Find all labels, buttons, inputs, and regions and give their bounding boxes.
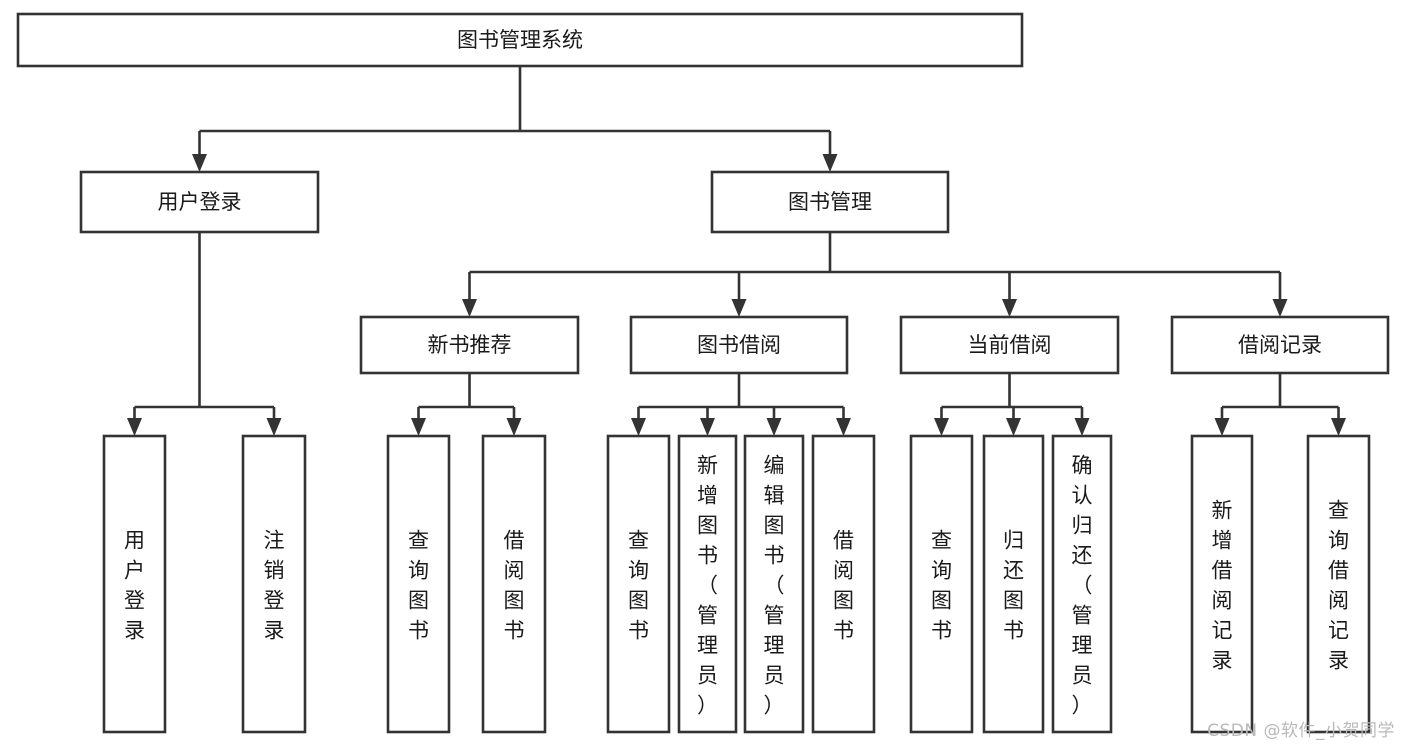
node-label-book-management: 图书管理: [788, 190, 872, 214]
node-book-borrow[interactable]: 图书借阅: [629, 315, 849, 375]
node-label-leaf-query-borrow-record: 查询借阅记录: [1328, 498, 1349, 672]
node-box-root: [16, 12, 1024, 68]
csdn-watermark: CSDN @软件_小贺同学: [1207, 721, 1395, 741]
node-box-leaf-add-book-admin: [677, 434, 738, 734]
node-label-root: 图书管理系统: [457, 28, 583, 52]
node-box-book-borrow: [629, 315, 849, 375]
node-label-book-borrow: 图书借阅: [697, 333, 781, 357]
node-box-leaf-borrow-book-recommend: [481, 434, 547, 734]
node-box-leaf-query-borrow-record: [1306, 434, 1371, 734]
node-label-leaf-borrow-book: 借阅图书: [833, 528, 854, 642]
node-box-leaf-user-login: [102, 434, 167, 734]
arrow-head-leaf-query-borrow-record: [1331, 418, 1346, 436]
arrow-head-leaf-borrow-book-recommend: [506, 418, 522, 436]
arrow-head-current-borrow: [1002, 299, 1017, 317]
node-box-user-login: [79, 170, 320, 234]
node-root[interactable]: 图书管理系统: [16, 12, 1024, 68]
node-leaf-query-book-borrow[interactable]: 查询图书: [606, 434, 671, 734]
node-box-leaf-return-book: [982, 434, 1045, 734]
node-box-leaf-confirm-return-admin: [1051, 434, 1113, 734]
node-label-leaf-return-book: 归还图书: [1003, 528, 1024, 642]
node-leaf-query-book-recommend[interactable]: 查询图书: [386, 434, 451, 734]
node-box-leaf-query-book-recommend: [386, 434, 451, 734]
node-leaf-confirm-return-admin[interactable]: 确认归还（管理员）: [1051, 434, 1113, 734]
arrow-head-leaf-return-book: [1006, 418, 1021, 436]
node-label-leaf-borrow-book-recommend: 借阅图书: [504, 528, 525, 642]
node-leaf-add-book-admin[interactable]: 新增图书（管理员）: [677, 434, 738, 734]
arrow-head-book-borrow: [731, 299, 747, 317]
node-box-new-book-recommend: [359, 315, 580, 375]
node-label-leaf-add-borrow-record: 新增借阅记录: [1212, 498, 1233, 672]
node-leaf-logout[interactable]: 注销登录: [241, 434, 307, 734]
node-new-book-recommend[interactable]: 新书推荐: [359, 315, 580, 375]
node-leaf-user-login[interactable]: 用户登录: [102, 434, 167, 734]
node-leaf-add-borrow-record[interactable]: 新增借阅记录: [1190, 434, 1254, 734]
node-box-leaf-logout: [241, 434, 307, 734]
node-box-borrow-record: [1170, 315, 1390, 375]
node-layer: 图书管理系统用户登录图书管理新书推荐图书借阅当前借阅借阅记录用户登录注销登录查询…: [16, 12, 1390, 734]
node-box-leaf-query-book-borrow: [606, 434, 671, 734]
connector-layer: [127, 66, 1346, 436]
node-current-borrow[interactable]: 当前借阅: [899, 315, 1120, 375]
arrow-head-new-book-recommend: [462, 299, 477, 317]
node-box-leaf-query-book-current: [909, 434, 974, 734]
arrow-head-leaf-edit-book-admin: [766, 418, 782, 436]
node-label-leaf-edit-book-admin: 编辑图书（管理员）: [764, 453, 785, 717]
arrow-head-book-management: [822, 154, 838, 172]
arrow-head-leaf-user-login: [127, 418, 142, 436]
arrow-head-borrow-record: [1272, 299, 1288, 317]
arrow-head-user-login: [192, 154, 207, 172]
node-box-leaf-borrow-book: [811, 434, 876, 734]
node-label-current-borrow: 当前借阅: [968, 333, 1052, 357]
node-box-leaf-add-borrow-record: [1190, 434, 1254, 734]
node-box-book-management: [710, 170, 950, 234]
node-leaf-edit-book-admin[interactable]: 编辑图书（管理员）: [743, 434, 805, 734]
arrow-head-leaf-query-book-borrow: [631, 418, 646, 436]
node-label-leaf-confirm-return-admin: 确认归还（管理员）: [1072, 453, 1093, 717]
node-leaf-return-book[interactable]: 归还图书: [982, 434, 1045, 734]
node-book-management[interactable]: 图书管理: [710, 170, 950, 234]
arrow-head-leaf-query-book-recommend: [411, 418, 426, 436]
node-label-new-book-recommend: 新书推荐: [428, 333, 512, 357]
node-label-borrow-record: 借阅记录: [1238, 333, 1322, 357]
node-label-leaf-query-book-recommend: 查询图书: [408, 528, 429, 642]
node-leaf-query-borrow-record[interactable]: 查询借阅记录: [1306, 434, 1371, 734]
node-borrow-record[interactable]: 借阅记录: [1170, 315, 1390, 375]
arrow-head-leaf-borrow-book: [836, 418, 851, 436]
node-leaf-borrow-book[interactable]: 借阅图书: [811, 434, 876, 734]
node-leaf-borrow-book-recommend[interactable]: 借阅图书: [481, 434, 547, 734]
arrow-head-leaf-add-borrow-record: [1214, 418, 1230, 436]
node-label-leaf-query-book-current: 查询图书: [931, 528, 952, 642]
node-label-user-login: 用户登录: [158, 190, 242, 214]
node-user-login[interactable]: 用户登录: [79, 170, 320, 234]
node-label-leaf-query-book-borrow: 查询图书: [628, 528, 649, 642]
arrow-head-leaf-add-book-admin: [700, 418, 715, 436]
node-label-leaf-user-login: 用户登录: [124, 528, 145, 642]
node-label-leaf-logout: 注销登录: [264, 528, 285, 642]
arrow-head-leaf-logout: [266, 418, 282, 436]
node-box-leaf-edit-book-admin: [743, 434, 805, 734]
node-label-leaf-add-book-admin: 新增图书（管理员）: [697, 453, 718, 717]
arrow-head-leaf-confirm-return-admin: [1074, 418, 1090, 436]
node-box-current-borrow: [899, 315, 1120, 375]
arrow-head-leaf-query-book-current: [934, 418, 949, 436]
node-leaf-query-book-current[interactable]: 查询图书: [909, 434, 974, 734]
